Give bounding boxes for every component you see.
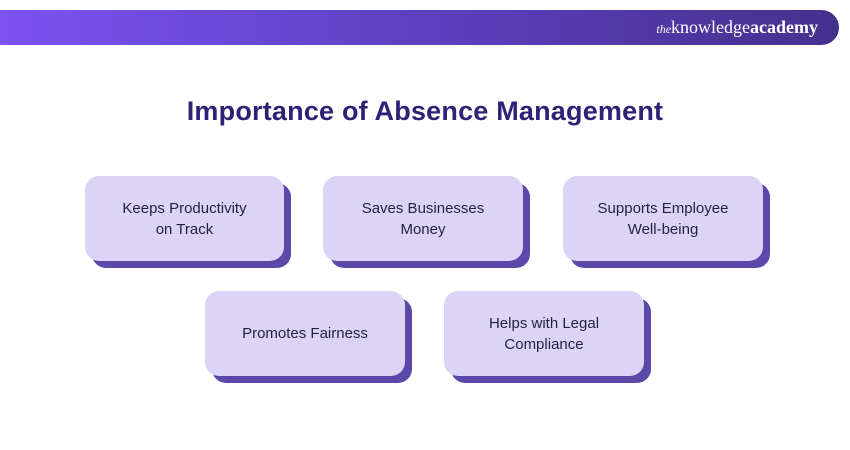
card-keeps-productivity: Keeps Productivity on Track (85, 176, 284, 261)
page-title: Importance of Absence Management (186, 96, 664, 126)
logo-knowledge: knowledge (671, 17, 751, 37)
card-promotes-fairness: Promotes Fairness (205, 291, 405, 376)
card-supports-wellbeing: Supports Employee Well-being (563, 176, 763, 261)
logo-the: the (656, 22, 672, 36)
card-saves-money: Saves Businesses Money (323, 176, 523, 261)
knowledge-academy-logo: theknowledgeacademy (656, 18, 818, 37)
card-legal-compliance: Helps with Legal Compliance (444, 291, 644, 376)
header-bar: theknowledgeacademy (0, 10, 839, 45)
logo-academy: academy (750, 17, 818, 37)
